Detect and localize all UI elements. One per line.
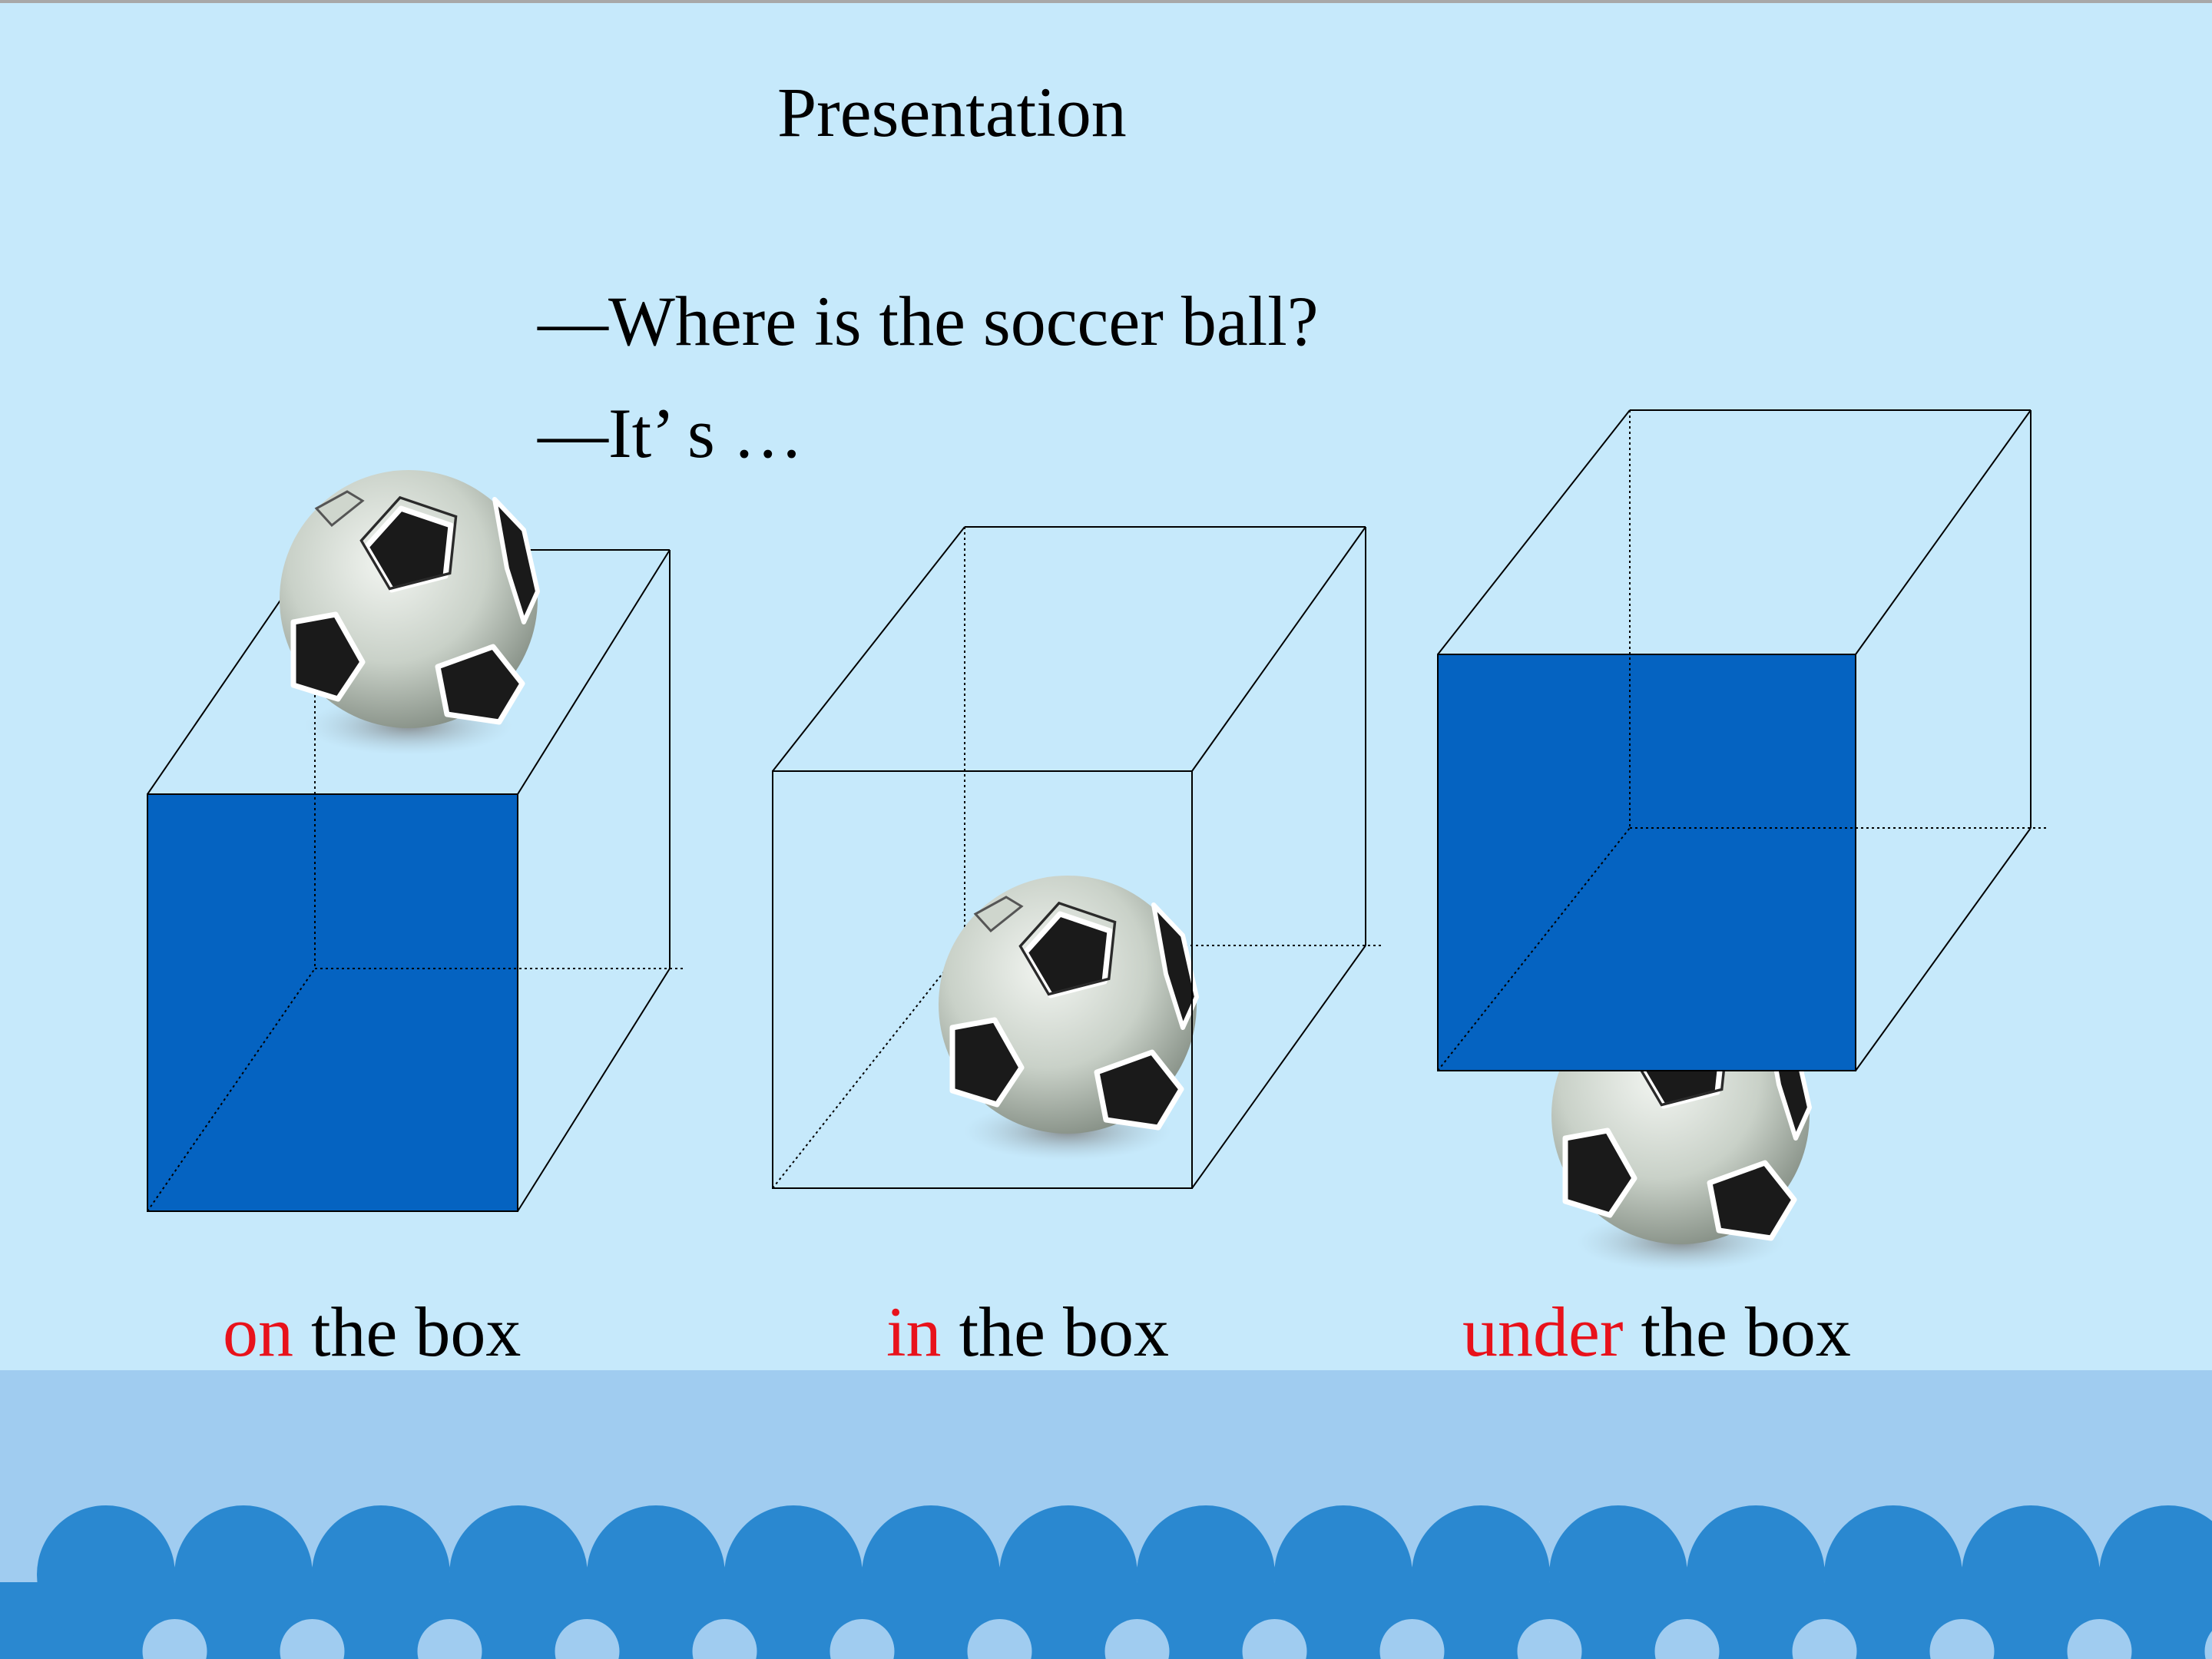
wave-gap: [2204, 1631, 2212, 1659]
wave-gap: [1104, 1619, 1170, 1659]
wave-scallop: [1412, 1505, 1550, 1644]
wave-gap: [555, 1619, 620, 1659]
wave-scallop: [1962, 1505, 2100, 1644]
wave-scallop: [1687, 1505, 1825, 1644]
wave-scallop: [37, 1505, 175, 1644]
wave-scallop: [1274, 1505, 1412, 1644]
wave-scallop: [449, 1505, 588, 1644]
top-border: [0, 0, 2212, 3]
caption-in: in the box: [886, 1296, 1169, 1367]
wave-gap: [1242, 1619, 1307, 1659]
wave-gap: [1654, 1619, 1720, 1659]
wave-scallop: [999, 1505, 1137, 1644]
caption-on: on the box: [223, 1296, 521, 1367]
wave-scallop: [1824, 1505, 1962, 1644]
wave-gap: [967, 1619, 1032, 1659]
caption-on-rest: the box: [293, 1293, 522, 1371]
box-under: [1437, 409, 2048, 1071]
wave-scallop: [1137, 1505, 1275, 1644]
decorative-wave-band: [0, 1370, 2212, 1659]
wave-gap: [692, 1619, 757, 1659]
wave-gap: [830, 1619, 895, 1659]
wave-scallop: [174, 1505, 313, 1644]
wave-scallop: [724, 1505, 863, 1644]
wave-gap: [1792, 1619, 1857, 1659]
caption-on-preposition: on: [223, 1293, 293, 1371]
question-line: —Where is the soccer ball?: [538, 282, 1319, 360]
wave-scallop: [587, 1505, 725, 1644]
wave-scallop: [2099, 1505, 2212, 1644]
caption-in-preposition: in: [886, 1293, 942, 1371]
caption-in-rest: the box: [941, 1293, 1169, 1371]
wave-scallop: [1549, 1505, 1687, 1644]
caption-under-preposition: under: [1462, 1293, 1624, 1371]
caption-under: under the box: [1462, 1296, 1851, 1367]
answer-line: —It’ s …: [538, 394, 803, 472]
caption-under-rest: the box: [1623, 1293, 1851, 1371]
wave-gap: [1517, 1619, 1582, 1659]
wave-scallop: [862, 1505, 1000, 1644]
wave-gap: [417, 1619, 482, 1659]
soccer-ball-on: [280, 470, 538, 755]
slide-title: Presentation: [777, 73, 1127, 151]
wave-gap: [2067, 1619, 2132, 1659]
wave-gap: [142, 1619, 207, 1659]
wave-gap: [1929, 1619, 1995, 1659]
box-on: [147, 549, 684, 1212]
soccer-ball-in: [939, 876, 1197, 1161]
wave-scallop: [312, 1505, 450, 1644]
wave-gap: [1379, 1619, 1445, 1659]
wave-gap: [280, 1619, 345, 1659]
